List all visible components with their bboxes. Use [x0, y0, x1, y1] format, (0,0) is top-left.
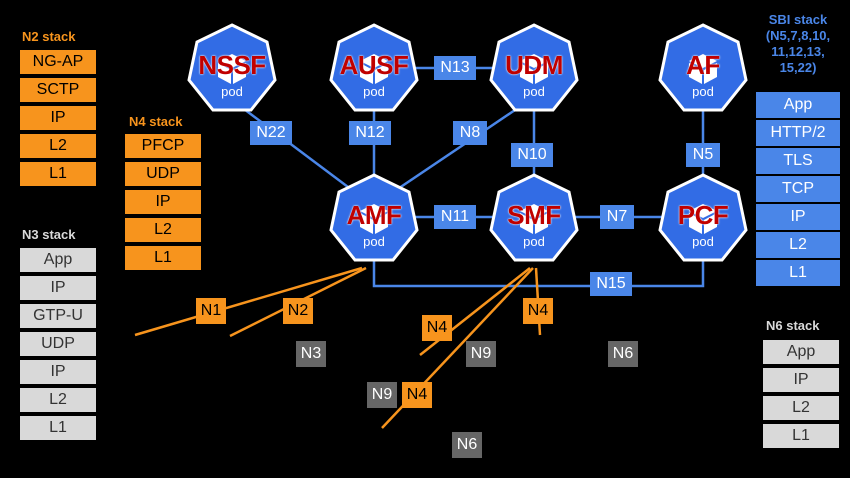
pod-heptagon-icon [658, 173, 748, 262]
sbi-stack-layer: L1 [756, 260, 840, 286]
interface-label-n9: N9 [367, 382, 397, 408]
amf-pod: AMF pod [328, 172, 420, 264]
sbi-stack-title-line: 15,22) [779, 60, 817, 75]
ausf-pod: AUSF pod [328, 22, 420, 114]
pod-heptagon-icon [489, 23, 579, 112]
smf-pod: SMF pod [488, 172, 580, 264]
n2-stack-layer: L2 [20, 134, 96, 158]
interface-label-n9: N9 [466, 341, 496, 367]
interface-label-n6: N6 [452, 432, 482, 458]
interface-label-n8: N8 [453, 121, 487, 145]
line-amf-pcf [372, 258, 705, 288]
pod-name: NSSF [198, 50, 266, 80]
n2-stack-layer: NG-AP [20, 50, 96, 74]
interface-label-n13: N13 [434, 56, 476, 80]
pod-heptagon-icon [658, 23, 748, 112]
interface-label-n3: N3 [296, 341, 326, 367]
pod-name: AUSF [339, 50, 409, 80]
line-n1 [134, 266, 363, 337]
interface-label-n2: N2 [283, 298, 313, 324]
interface-label-n15: N15 [590, 272, 632, 296]
n4-stack-title: N4 stack [129, 114, 183, 129]
af-pod: AF pod [657, 22, 749, 114]
interface-label-n11: N11 [434, 205, 476, 229]
sbi-stack-title-line: SBI stack [768, 12, 828, 27]
n3-stack-layer: L2 [20, 388, 96, 412]
interface-label-n5: N5 [686, 143, 720, 167]
pod-name: AMF [346, 200, 402, 230]
sbi-stack-title-line: (N5,7,8,10, [765, 28, 831, 43]
interface-label-n1: N1 [196, 298, 226, 324]
sbi-stack-layer: IP [756, 204, 840, 230]
n6-stack-layer: L2 [763, 396, 839, 420]
n6-stack-layer: IP [763, 368, 839, 392]
interface-label-n4: N4 [402, 382, 432, 408]
sbi-stack-title: SBI stack (N5,7,8,10, 11,12,13, 15,22) [754, 12, 842, 76]
n2-stack-title: N2 stack [22, 29, 76, 44]
interface-label-n6: N6 [608, 341, 638, 367]
pod-heptagon-icon [187, 23, 277, 112]
n6-stack-layer: App [763, 340, 839, 364]
sbi-stack-layer: L2 [756, 232, 840, 258]
interface-label-n7: N7 [600, 205, 634, 229]
pod-sublabel: pod [221, 84, 243, 99]
sbi-stack-layer: HTTP/2 [756, 120, 840, 146]
pod-heptagon-icon [329, 173, 419, 262]
n2-stack-layer: IP [20, 106, 96, 130]
n2-stack-layer: SCTP [20, 78, 96, 102]
nssf-pod: NSSF pod [186, 22, 278, 114]
n4-stack-layer: L2 [125, 218, 201, 242]
n3-stack-title: N3 stack [22, 227, 76, 242]
n6-stack-title: N6 stack [766, 318, 820, 333]
pod-name: AF [686, 50, 720, 80]
sbi-stack-layer: TLS [756, 148, 840, 174]
pod-sublabel: pod [523, 84, 545, 99]
interface-label-n4: N4 [422, 315, 452, 341]
n4-stack-layer: PFCP [125, 134, 201, 158]
udm-pod: UDM pod [488, 22, 580, 114]
n3-stack-layer: App [20, 248, 96, 272]
pod-name: UDM [505, 50, 563, 80]
pod-heptagon-icon [329, 23, 419, 112]
pod-name: SMF [507, 200, 561, 230]
pcf-pod: PCF pod [657, 172, 749, 264]
n4-stack-layer: UDP [125, 162, 201, 186]
n3-stack-layer: UDP [20, 332, 96, 356]
n4-stack-layer: L1 [125, 246, 201, 270]
interface-label-n10: N10 [511, 143, 553, 167]
n3-stack-layer: L1 [20, 416, 96, 440]
pod-name: PCF [677, 200, 729, 230]
n6-stack-layer: L1 [763, 424, 839, 448]
n4-stack-layer: IP [125, 190, 201, 214]
pod-sublabel: pod [363, 234, 385, 249]
pod-sublabel: pod [363, 84, 385, 99]
n3-stack-layer: IP [20, 360, 96, 384]
sbi-stack-layer: App [756, 92, 840, 118]
pod-sublabel: pod [523, 234, 545, 249]
pod-sublabel: pod [692, 84, 714, 99]
n3-stack-layer: GTP-U [20, 304, 96, 328]
n3-stack-layer: IP [20, 276, 96, 300]
sbi-stack-title-line: 11,12,13, [771, 44, 825, 59]
n2-stack-layer: L1 [20, 162, 96, 186]
interface-label-n4: N4 [523, 298, 553, 324]
pod-sublabel: pod [692, 234, 714, 249]
sbi-stack-layer: TCP [756, 176, 840, 202]
interface-label-n22: N22 [250, 121, 292, 145]
pod-heptagon-icon [489, 173, 579, 262]
interface-label-n12: N12 [349, 121, 391, 145]
